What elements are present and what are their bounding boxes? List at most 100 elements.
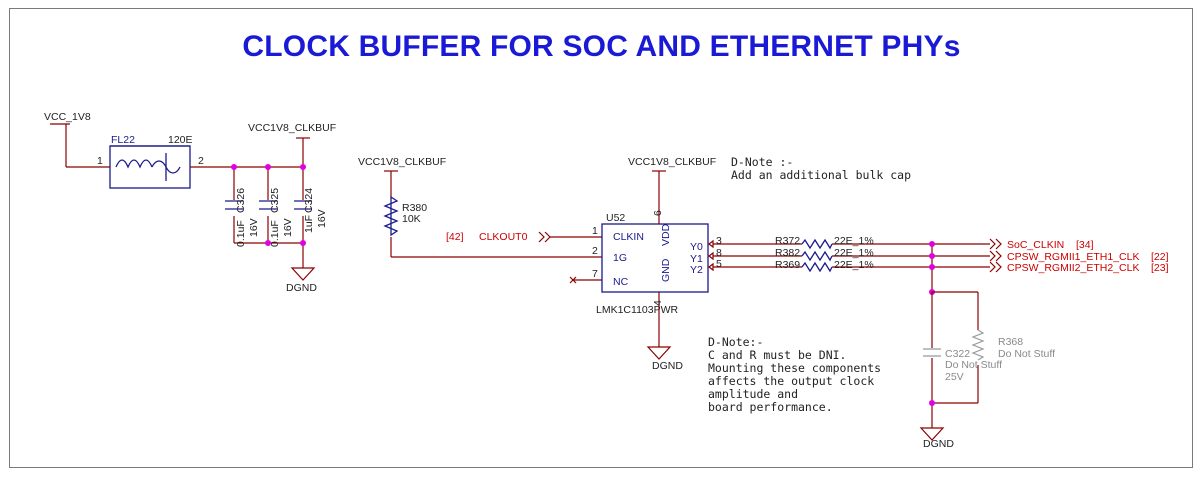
junction-dot <box>929 400 935 406</box>
output-sheet-eth1: [22] <box>1151 251 1169 263</box>
junction-dot <box>300 240 306 246</box>
ground-label-3: DGND <box>923 438 954 450</box>
junction-dot <box>929 264 935 270</box>
note-line: D-Note:- <box>708 335 763 349</box>
wire-outputs <box>713 243 990 292</box>
wire-vcc1v8-ferrite <box>50 123 110 168</box>
ground-symbol-2 <box>646 346 672 360</box>
junction-dot <box>929 253 935 259</box>
resistor-r368 <box>971 329 985 361</box>
cap-ref: C326 <box>235 188 247 213</box>
pin-y2: Y2 <box>690 264 703 276</box>
c322-voltage: 25V <box>945 371 964 383</box>
note-line: board performance. <box>708 400 833 414</box>
wire-dni <box>931 291 979 428</box>
pin-num-vdd: 6 <box>652 210 664 216</box>
r368-ref: R368 <box>998 336 1023 348</box>
ic-u52-body <box>601 223 709 293</box>
cap-ref: C324 <box>303 188 315 213</box>
ferrite-pin1: 1 <box>97 155 103 167</box>
ferrite-bead <box>109 145 191 189</box>
resistor-r369 <box>801 261 833 273</box>
ground-symbol-3 <box>919 427 945 441</box>
pin-num-nc: 7 <box>592 268 598 280</box>
c322-ref: C322 <box>945 348 970 360</box>
junction-dot <box>265 240 271 246</box>
offpage-connector-soc <box>989 238 1002 250</box>
wire-ic-vdd <box>652 170 666 224</box>
power-label-clkbuf-2: VCC1V8_CLKBUF <box>358 156 446 168</box>
capacitor-c326: C326 0.1uF 16V <box>225 188 260 247</box>
pin-nc: NC <box>613 276 629 288</box>
note-line: Mounting these components <box>708 361 881 375</box>
power-label-vcc1v8: VCC_1V8 <box>44 111 91 123</box>
pin-num-gnd: 4 <box>652 300 664 306</box>
capacitor-c324: C324 1uF 16V <box>294 188 328 233</box>
resistor-value: 22E_1% <box>834 235 874 247</box>
power-label-clkbuf-1: VCC1V8_CLKBUF <box>248 122 336 134</box>
resistor-value: 10K <box>402 213 421 225</box>
ground-label-2: DGND <box>652 360 683 372</box>
pin-num-y2: 5 <box>716 258 722 270</box>
cap-value: 0.1uF <box>235 220 247 247</box>
note-line: amplitude and <box>708 387 798 401</box>
resistor-ref: R372 <box>775 235 800 247</box>
note-line: D-Note :- <box>731 155 793 169</box>
output-sheet-soc: [34] <box>1076 239 1094 251</box>
c322-note: Do Not Stuff <box>945 359 1002 371</box>
resistor-ref: R380 <box>402 202 427 214</box>
ground-label-1: DGND <box>286 282 317 294</box>
sheet-border <box>9 8 1193 468</box>
cap-value: 1uF <box>303 215 315 233</box>
offpage-connector-clkout <box>538 231 551 243</box>
junction-dot <box>929 241 935 247</box>
junction-dot <box>231 164 237 170</box>
resistor-ref: R382 <box>775 247 800 259</box>
cap-voltage: 16V <box>316 209 328 228</box>
wire-r380 <box>384 170 602 258</box>
resistor-ref: R369 <box>775 259 800 271</box>
output-net-soc: SoC_CLKIN <box>1007 239 1064 251</box>
clkout-net-label: CLKOUT0 <box>479 231 528 243</box>
cap-voltage: 16V <box>282 218 294 237</box>
resistor-value: 22E_1% <box>834 259 874 271</box>
note-dni: D-Note:- C and R must be DNI. Mounting t… <box>708 335 881 414</box>
junction-dot <box>300 164 306 170</box>
pin-1g: 1G <box>613 252 627 264</box>
note-line: affects the output clock <box>708 374 874 388</box>
note-line: Add an additional bulk cap <box>731 168 911 182</box>
resistor-r382 <box>801 250 833 262</box>
ferrite-value: 120E <box>168 134 193 146</box>
output-pin-arrow <box>708 251 714 261</box>
pin-num-1g: 2 <box>592 245 598 257</box>
ic-part-number: LMK1C1103PWR <box>596 304 679 316</box>
ground-symbol-1 <box>290 267 316 281</box>
resistor-r380 <box>383 195 399 237</box>
resistor-value: 22E_1% <box>834 247 874 259</box>
capacitor-c325: C325 0.1uF 16V <box>259 188 294 247</box>
ferrite-pin2: 2 <box>198 155 204 167</box>
pin-y1: Y1 <box>690 253 703 265</box>
cap-ref: C325 <box>269 188 281 213</box>
note-line: C and R must be DNI. <box>708 348 846 362</box>
output-net-eth2: CPSW_RGMII2_ETH2_CLK <box>1007 262 1139 274</box>
resistor-r372 <box>801 238 833 250</box>
output-pin-arrow <box>708 239 714 249</box>
r368-note: Do Not Stuff <box>998 348 1055 360</box>
pin-clkin: CLKIN <box>613 231 644 243</box>
clkout-sheet-ref: [42] <box>446 231 464 243</box>
ic-ref: U52 <box>606 212 625 224</box>
pin-y0: Y0 <box>690 241 703 253</box>
page-title: CLOCK BUFFER FOR SOC AND ETHERNET PHYs <box>242 30 961 63</box>
offpage-connector-eth1 <box>989 250 1002 262</box>
power-label-clkbuf-3: VCC1V8_CLKBUF <box>628 156 716 168</box>
cap-voltage: 16V <box>248 218 260 237</box>
pin-num-y0: 3 <box>716 235 722 247</box>
cap-value: 0.1uF <box>269 220 281 247</box>
capacitor-c322 <box>923 348 941 357</box>
junction-dot <box>265 164 271 170</box>
output-pin-arrow <box>708 262 714 272</box>
ferrite-ref: FL22 <box>111 134 135 146</box>
pin-gnd: GND <box>660 258 672 282</box>
